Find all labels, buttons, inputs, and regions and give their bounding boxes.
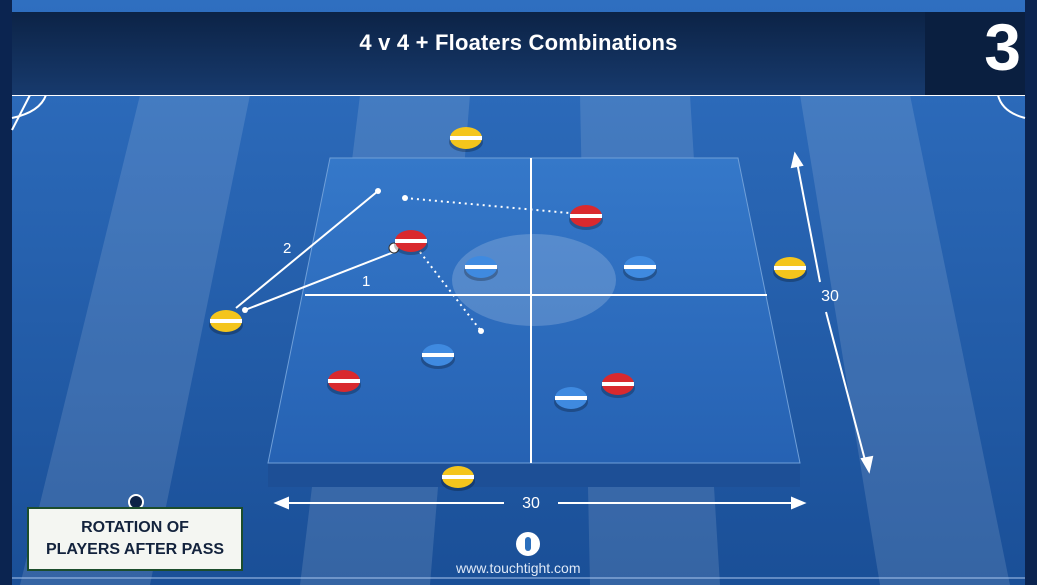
run-line-diagonal [419, 251, 482, 332]
blue-center-right [623, 256, 657, 281]
corner-line-left [11, 94, 31, 131]
drill-number-panel [925, 12, 1025, 95]
blue-lower-left [421, 344, 455, 369]
pass-2-label: 2 [283, 240, 291, 257]
legend-box: ROTATION OF PLAYERS AFTER PASS [27, 507, 243, 571]
website-url: www.touchtight.com [456, 560, 581, 576]
red-bottom-right [601, 373, 635, 398]
corner-arc-left [11, 94, 47, 119]
width-label: 30 [522, 495, 540, 512]
pass-markers [242, 188, 484, 334]
length-label: 30 [821, 288, 839, 305]
header-band [12, 12, 1025, 95]
corner-arc-right [997, 94, 1026, 119]
pass-lines [235, 190, 395, 311]
platform-side [268, 463, 800, 487]
blue-center-left [464, 256, 498, 281]
right-edge [1025, 0, 1037, 585]
touchtight-logo-icon [516, 532, 540, 556]
floater-left [209, 310, 243, 335]
legend-line-2: PLAYERS AFTER PASS [45, 541, 225, 558]
left-edge [0, 0, 12, 585]
pass-1-line [244, 251, 395, 311]
movement-lines [404, 197, 581, 332]
width-dimension-arrow [273, 496, 807, 510]
drill-number: 3 [984, 10, 1021, 84]
floater-top [449, 127, 483, 152]
red-ball-carrier [394, 230, 428, 255]
center-logo-watermark [452, 234, 616, 326]
floater-right [773, 257, 807, 282]
red-top-right [569, 205, 603, 230]
floater-bottom [441, 466, 475, 491]
length-dimension-arrow [790, 151, 874, 474]
legend-line-1: ROTATION OF [81, 519, 189, 536]
page-title: 4 v 4 + Floaters Combinations [359, 30, 678, 55]
pass-1-label: 1 [362, 273, 370, 290]
pass-2-line [235, 190, 379, 309]
red-bottom-left [327, 370, 361, 395]
blue-lower-right [554, 387, 588, 412]
